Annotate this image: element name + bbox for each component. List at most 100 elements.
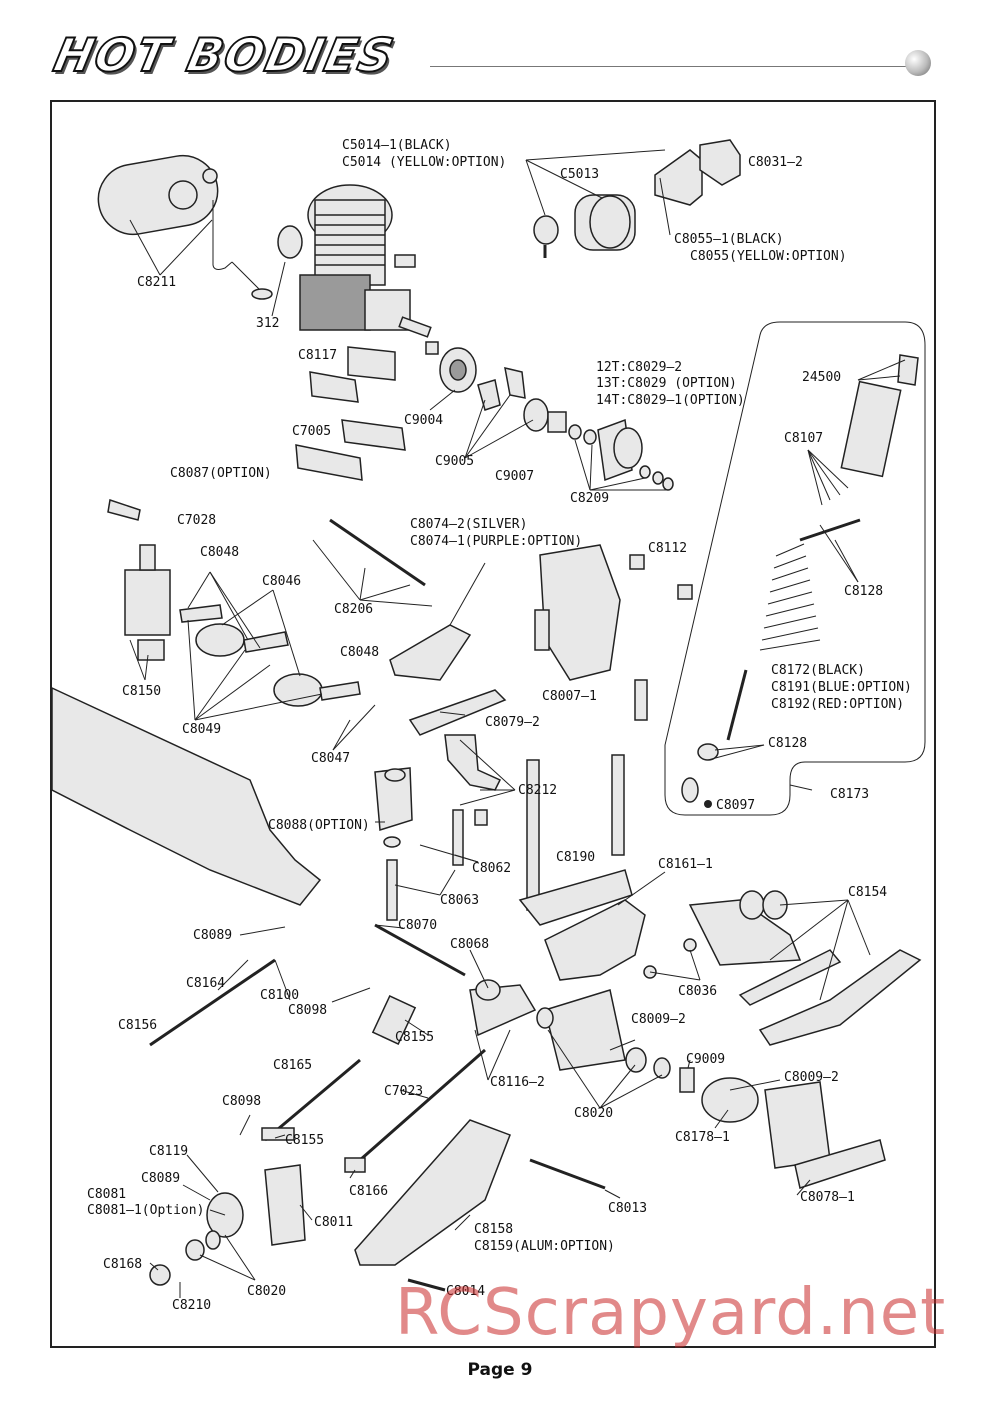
engine-mount-parts	[295, 346, 406, 481]
label-c8068: C8068	[450, 937, 490, 952]
diagram-frame	[50, 100, 936, 1348]
center-parts	[389, 544, 693, 736]
label-c8178-1: C8178–1	[675, 1130, 730, 1145]
label-c8047: C8047	[311, 751, 351, 766]
shock-parts	[681, 354, 919, 808]
header-rule	[430, 66, 910, 67]
fuel-tank-part	[97, 154, 273, 300]
label-c8191: C8191(BLUE:OPTION)	[771, 680, 912, 695]
label-c8209: C8209	[570, 491, 610, 506]
label-c8166: C8166	[349, 1184, 389, 1199]
label-c5014-1: C5014–1(BLACK)	[342, 138, 452, 153]
label-13t: 13T:C8029 (OPTION)	[596, 376, 737, 391]
label-c8081: C8081	[87, 1187, 127, 1202]
label-c8107: C8107	[784, 431, 824, 446]
label-c8154: C8154	[848, 885, 888, 900]
label-c8062: C8062	[472, 861, 512, 876]
callout-lines	[129, 149, 906, 1298]
label-c8206: C8206	[334, 602, 374, 617]
page-header: HOT BODIES	[0, 0, 1000, 95]
label-c8013: C8013	[608, 1201, 648, 1216]
label-c8074-1: C8074–1(PURPLE:OPTION)	[410, 534, 583, 549]
label-c8155-upper: C8155	[395, 1030, 435, 1045]
flywheel-clutch-parts	[439, 347, 674, 491]
label-c5014: C5014 (YELLOW:OPTION)	[342, 155, 507, 170]
label-c8190: C8190	[556, 850, 596, 865]
label-c8020-upper: C8020	[574, 1106, 614, 1121]
label-24500: 24500	[802, 370, 842, 385]
label-c8172: C8172(BLACK)	[771, 663, 865, 678]
label-c9004: C9004	[404, 413, 444, 428]
air-filter-part	[533, 139, 741, 258]
label-c8119: C8119	[149, 1144, 189, 1159]
label-c8164: C8164	[186, 976, 226, 991]
body-post-parts	[518, 754, 633, 926]
label-c8014: C8014	[446, 1284, 486, 1299]
steering-parts	[107, 499, 361, 707]
engine-part	[299, 184, 439, 355]
label-c8048-upper: C8048	[200, 545, 240, 560]
label-c8020-lower: C8020	[247, 1284, 287, 1299]
label-c9007: C9007	[495, 469, 535, 484]
label-c8009-2-upper: C8009–2	[631, 1012, 686, 1027]
label-c8097: C8097	[716, 798, 756, 813]
front-steering-parts	[374, 734, 502, 921]
wing-parts	[643, 890, 922, 1046]
oring-312-part	[277, 225, 303, 259]
label-c8081-1: C8081–1(Option)	[87, 1203, 205, 1218]
label-c8063: C8063	[440, 893, 480, 908]
label-c8192: C8192(RED:OPTION)	[771, 697, 905, 712]
label-c8009-2-lower: C8009–2	[784, 1070, 839, 1085]
label-312: 312	[256, 316, 280, 331]
label-c7005: C7005	[292, 424, 332, 439]
label-c8098-upper: C8098	[288, 1003, 328, 1018]
label-c9005: C9005	[435, 454, 475, 469]
label-c8212: C8212	[518, 783, 558, 798]
label-c8011: C8011	[314, 1215, 354, 1230]
label-c8078-1: C8078–1	[800, 1190, 855, 1205]
label-c8156: C8156	[118, 1018, 158, 1033]
link-parts	[149, 518, 606, 1292]
label-c8007-1: C8007–1	[542, 689, 597, 704]
label-c8128-lower: C8128	[768, 736, 808, 751]
label-c8112: C8112	[648, 541, 688, 556]
label-c9009: C9009	[686, 1052, 726, 1067]
shock-inset-outline	[664, 321, 926, 816]
label-c8048-lower: C8048	[340, 645, 380, 660]
label-c7028: C7028	[177, 513, 217, 528]
label-c7023: C7023	[384, 1084, 424, 1099]
page-number: Page 9	[467, 1360, 533, 1380]
label-c8210: C8210	[172, 1298, 212, 1313]
label-12t: 12T:C8029–2	[596, 360, 683, 375]
label-c8158: C8158	[474, 1222, 514, 1237]
label-c8150: C8150	[122, 684, 162, 699]
label-c8098-lower: C8098	[222, 1094, 262, 1109]
label-c8117: C8117	[298, 348, 338, 363]
label-c8089-upper: C8089	[193, 928, 233, 943]
label-c8074-2: C8074–2(SILVER)	[410, 517, 528, 532]
label-c8173: C8173	[830, 787, 870, 802]
label-c8031-2: C8031–2	[748, 155, 803, 170]
label-c8168: C8168	[103, 1257, 143, 1272]
label-c8088: C8088(OPTION)	[268, 818, 370, 833]
label-c8055-1: C8055–1(BLACK)	[674, 232, 784, 247]
label-c8100: C8100	[260, 988, 300, 1003]
label-c8079-2: C8079–2	[485, 715, 540, 730]
label-c8155-lower: C8155	[285, 1133, 325, 1148]
label-c8046: C8046	[262, 574, 302, 589]
label-c8036: C8036	[678, 984, 718, 999]
label-c8165: C8165	[273, 1058, 313, 1073]
label-c8116-2: C8116–2	[490, 1075, 545, 1090]
watermark-text: RCScrapyard.net	[395, 1276, 947, 1350]
label-c8089-lower: C8089	[141, 1171, 181, 1186]
header-ball-ornament	[905, 50, 931, 76]
label-c8049: C8049	[182, 722, 222, 737]
label-c8159: C8159(ALUM:OPTION)	[474, 1239, 615, 1254]
label-c8128-upper: C8128	[844, 584, 884, 599]
label-c8161-1: C8161–1	[658, 857, 713, 872]
label-c8070: C8070	[398, 918, 438, 933]
label-c8087: C8087(OPTION)	[170, 466, 272, 481]
chassis-plate-part	[51, 686, 322, 906]
label-c5013: C5013	[560, 167, 600, 182]
